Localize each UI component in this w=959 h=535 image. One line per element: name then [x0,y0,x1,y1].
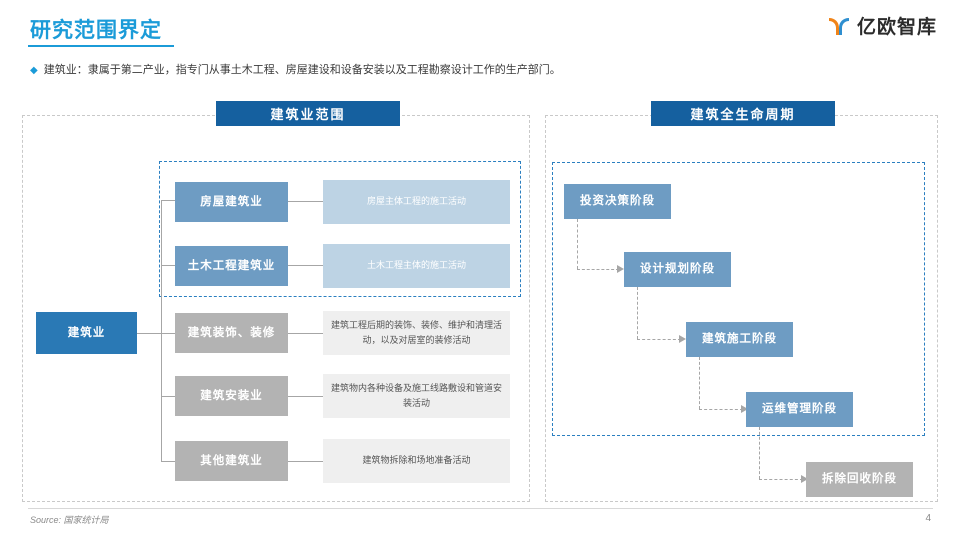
logo-text: 亿欧智库 [856,17,937,38]
stage-connector-3-h [699,409,743,410]
branch-connector-3 [161,333,175,334]
category-node-5[interactable]: 其他建筑业 [175,441,288,481]
row-connector-2 [288,265,323,266]
row-connector-1 [288,201,323,202]
category-description-3: 建筑工程后期的装饰、装修、维护和清理活动，以及对居室的装修活动 [323,311,510,355]
right-panel: 建筑全生命周期 [545,101,938,502]
stage-arrow-3 [741,405,748,413]
left-scope-group [159,161,521,297]
row-connector-3 [288,333,323,334]
right-scope-group [552,162,925,436]
left-panel: 建筑业范围 [22,101,530,502]
lifecycle-stage-5[interactable]: 拆除回收阶段 [806,462,913,497]
category-description-1: 房屋主体工程的施工活动 [323,180,510,224]
category-description-5: 建筑物拆除和场地准备活动 [323,439,510,483]
stage-arrow-2 [679,335,686,343]
stage-connector-1-v [577,219,578,269]
logo-mark-icon [826,13,852,39]
row-connector-4 [288,396,323,397]
diamond-bullet-icon: ◆ [30,65,38,76]
category-node-2[interactable]: 土木工程建筑业 [175,246,288,286]
branch-connector-5 [161,461,175,462]
lifecycle-stage-3[interactable]: 建筑施工阶段 [686,322,793,357]
root-node-construction-industry[interactable]: 建筑业 [36,312,137,354]
tree-trunk [161,200,162,461]
right-panel-banner: 建筑全生命周期 [651,101,835,126]
category-node-3[interactable]: 建筑装饰、装修 [175,313,288,353]
stage-arrow-4 [801,475,808,483]
lifecycle-stage-2[interactable]: 设计规划阶段 [624,252,731,287]
lifecycle-stage-1[interactable]: 投资决策阶段 [564,184,671,219]
root-connector-h [137,333,161,334]
category-description-2: 土木工程主体的施工活动 [323,244,510,288]
source-note: Source: 国家统计局 [30,515,109,525]
category-node-1[interactable]: 房屋建筑业 [175,182,288,222]
subtitle-text: 建筑业：隶属于第二产业，指专门从事土木工程、房屋建设和设备安装以及工程勘察设计工… [43,64,561,76]
category-node-4[interactable]: 建筑安装业 [175,376,288,416]
stage-connector-3-v [699,357,700,409]
footer-divider [28,508,933,509]
branch-connector-1 [161,200,175,201]
row-connector-5 [288,461,323,462]
stage-connector-4-h [759,479,803,480]
branch-connector-2 [161,265,175,266]
lifecycle-stage-4[interactable]: 运维管理阶段 [746,392,853,427]
page-number: 4 [925,513,931,524]
category-description-4: 建筑物内各种设备及施工线路敷设和管道安装活动 [323,374,510,418]
brand-logo: 亿欧智库 [826,12,937,39]
left-panel-banner: 建筑业范围 [216,101,400,126]
subtitle-row: ◆ 建筑业：隶属于第二产业，指专门从事土木工程、房屋建设和设备安装以及工程勘察设计… [30,61,561,77]
stage-connector-2-v [637,287,638,339]
stage-connector-2-h [637,339,681,340]
page-title: 研究范围界定 [30,19,162,42]
title-underline [28,45,174,47]
stage-connector-4-v [759,427,760,479]
stage-arrow-1 [617,265,624,273]
stage-connector-1-h [577,269,619,270]
branch-connector-4 [161,396,175,397]
